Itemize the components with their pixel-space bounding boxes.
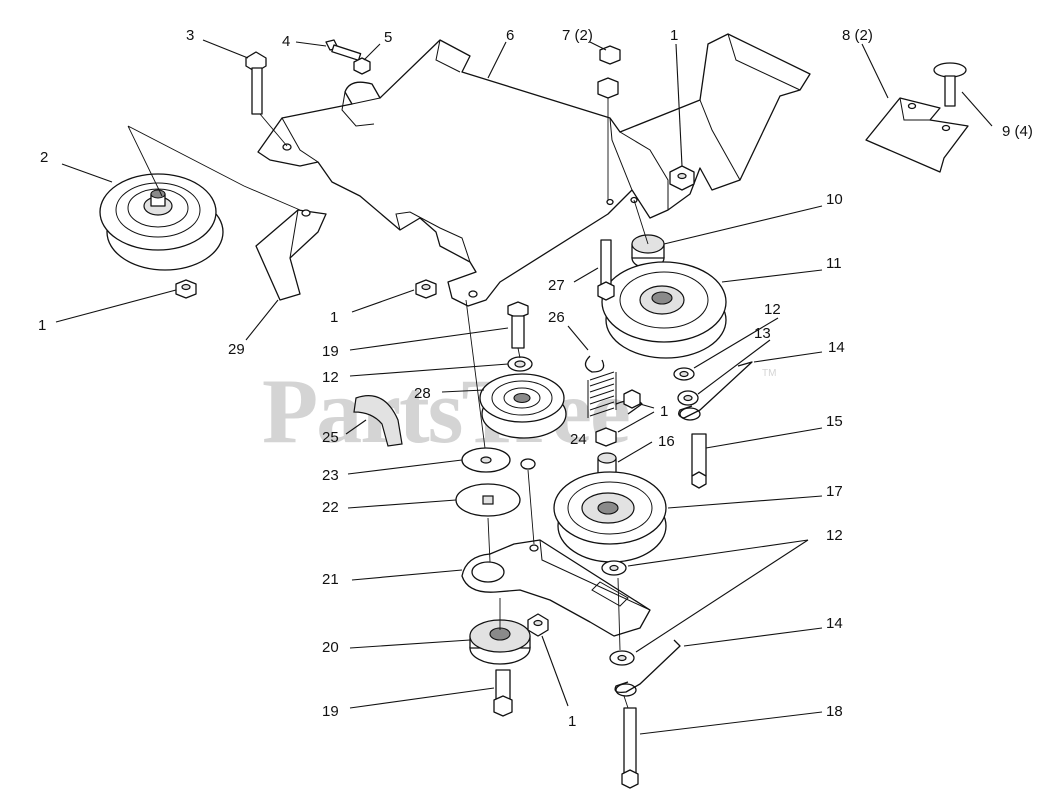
callout-26: 26 xyxy=(548,309,565,326)
washer-12-lower xyxy=(609,650,635,666)
callout-8: 8 (2) xyxy=(842,27,873,44)
callout-12-lower: 12 xyxy=(826,527,843,544)
nut-24 xyxy=(595,427,617,447)
callout-18: 18 xyxy=(826,703,843,720)
callout-19-lower: 19 xyxy=(322,703,339,720)
main-bracket xyxy=(257,33,811,307)
callout-11: 11 xyxy=(826,255,842,272)
nut-1-arm xyxy=(527,613,549,637)
rod-14-upper xyxy=(678,361,753,421)
small-washer xyxy=(520,458,536,470)
mounting-bracket-29 xyxy=(255,209,327,301)
nut-1-left xyxy=(175,279,197,299)
callout-19-upper: 19 xyxy=(322,343,339,360)
nut-7-b xyxy=(597,77,619,99)
callout-1-top: 1 xyxy=(670,27,678,44)
spacer-10 xyxy=(631,234,665,269)
watermark-trademark: TM xyxy=(762,368,776,379)
watermark: PartsTree TM xyxy=(262,360,776,462)
nut-1-bracket xyxy=(415,279,437,299)
callout-9: 9 (4) xyxy=(1002,123,1033,140)
nut-1-spring xyxy=(623,389,641,409)
bracket-8 xyxy=(865,97,969,173)
callout-5: 5 xyxy=(384,29,392,46)
callout-2: 2 xyxy=(40,149,48,166)
callout-17: 17 xyxy=(826,483,843,500)
bolt-19-lower xyxy=(493,669,513,717)
callout-1-left: 1 xyxy=(38,317,46,334)
idler-pulley-2 xyxy=(99,173,224,271)
pulley-20 xyxy=(469,619,531,665)
callout-7: 7 (2) xyxy=(562,27,593,44)
watermark-text: PartsTree xyxy=(262,360,629,462)
bolt-3 xyxy=(245,51,267,115)
pulley-11 xyxy=(601,261,727,359)
bolt-27 xyxy=(597,239,615,301)
nut-5 xyxy=(353,57,371,75)
callout-22: 22 xyxy=(322,499,339,516)
callout-6: 6 xyxy=(506,27,514,44)
leader-lines xyxy=(55,39,993,735)
bolt-19-upper xyxy=(507,301,529,349)
callout-14-lower: 14 xyxy=(826,615,843,632)
carriage-bolt-9 xyxy=(933,62,967,107)
bolt-4 xyxy=(325,39,362,61)
callout-1-arm: 1 xyxy=(568,713,576,730)
callout-16: 16 xyxy=(658,433,675,450)
callout-23: 23 xyxy=(322,467,339,484)
callout-21: 21 xyxy=(322,571,339,588)
pulley-28 xyxy=(479,373,567,439)
callout-1-bracket: 1 xyxy=(330,309,338,326)
washer-23 xyxy=(461,447,511,473)
callout-24: 24 xyxy=(570,431,587,448)
idler-arm-21 xyxy=(461,539,651,637)
callout-14-upper: 14 xyxy=(828,339,845,356)
rod-14-lower xyxy=(614,639,681,697)
nut-1-top-right xyxy=(669,165,695,191)
washer-13 xyxy=(677,390,699,406)
plate-22 xyxy=(455,483,521,517)
callout-13: 13 xyxy=(754,325,771,342)
bolt-18 xyxy=(621,707,639,789)
nut-7-a xyxy=(599,45,621,65)
washer-12-left xyxy=(507,356,533,372)
bolt-15 xyxy=(691,433,707,489)
callout-1-spring: 1 xyxy=(660,403,668,420)
callout-10: 10 xyxy=(826,191,843,208)
callout-27: 27 xyxy=(548,277,565,294)
callout-labels: 3 4 5 6 7 (2) 1 8 (2) 9 (4) 2 10 11 27 1… xyxy=(38,27,1033,730)
callout-4: 4 xyxy=(282,33,290,50)
callout-12-upper: 12 xyxy=(764,301,781,318)
callout-25: 25 xyxy=(322,429,339,446)
callout-15: 15 xyxy=(826,413,843,430)
callout-29: 29 xyxy=(228,341,245,358)
pulley-17 xyxy=(553,471,667,563)
callout-20: 20 xyxy=(322,639,339,656)
callout-28: 28 xyxy=(414,385,431,402)
washer-12-upper xyxy=(673,367,695,381)
callout-3: 3 xyxy=(186,27,194,44)
washer-12-arm xyxy=(601,560,627,576)
belt-guide-25 xyxy=(353,395,403,447)
callout-12-left: 12 xyxy=(322,369,339,386)
